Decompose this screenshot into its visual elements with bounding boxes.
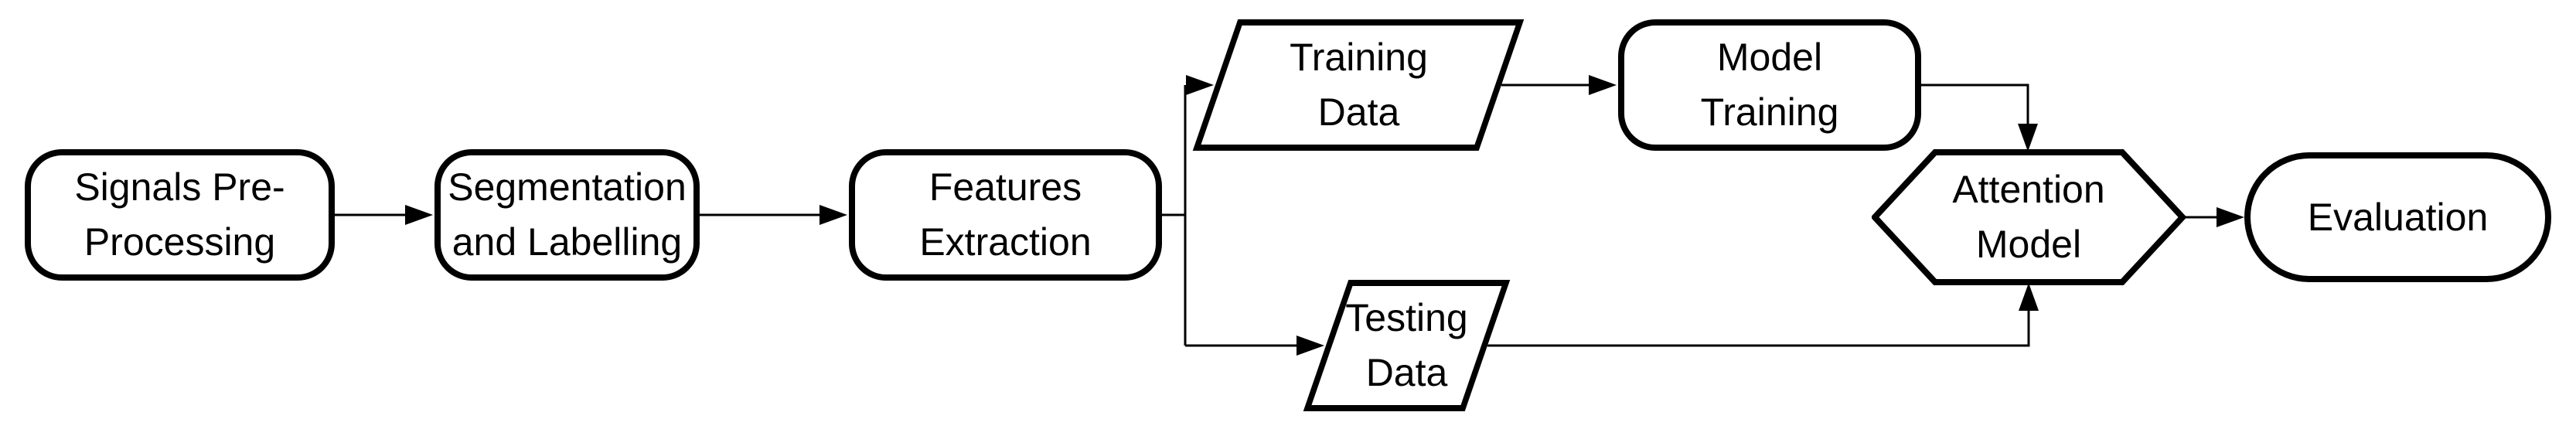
arrowhead-icon — [2217, 207, 2244, 227]
arrowhead-icon — [1589, 75, 1617, 95]
arrowhead-icon — [1297, 336, 1324, 356]
node-segmentation-labelling — [434, 149, 700, 281]
node-evaluation — [2244, 152, 2551, 282]
arrowhead-icon — [2018, 124, 2038, 152]
node-attention-model — [1872, 149, 2186, 285]
node-training-data — [1192, 19, 1525, 151]
arrowhead-icon — [405, 205, 433, 225]
connector-model-to-attention — [1921, 83, 2029, 124]
node-signals-preprocessing — [25, 149, 335, 281]
connector-testing-to-attention — [1487, 310, 2030, 347]
arrowhead-icon — [2019, 283, 2039, 311]
arrowhead-icon — [1186, 75, 1214, 95]
hexagon-shape — [1872, 149, 2186, 285]
node-features-extraction — [849, 149, 1162, 281]
arrowhead-icon — [819, 205, 847, 225]
node-model-training — [1618, 19, 1921, 151]
